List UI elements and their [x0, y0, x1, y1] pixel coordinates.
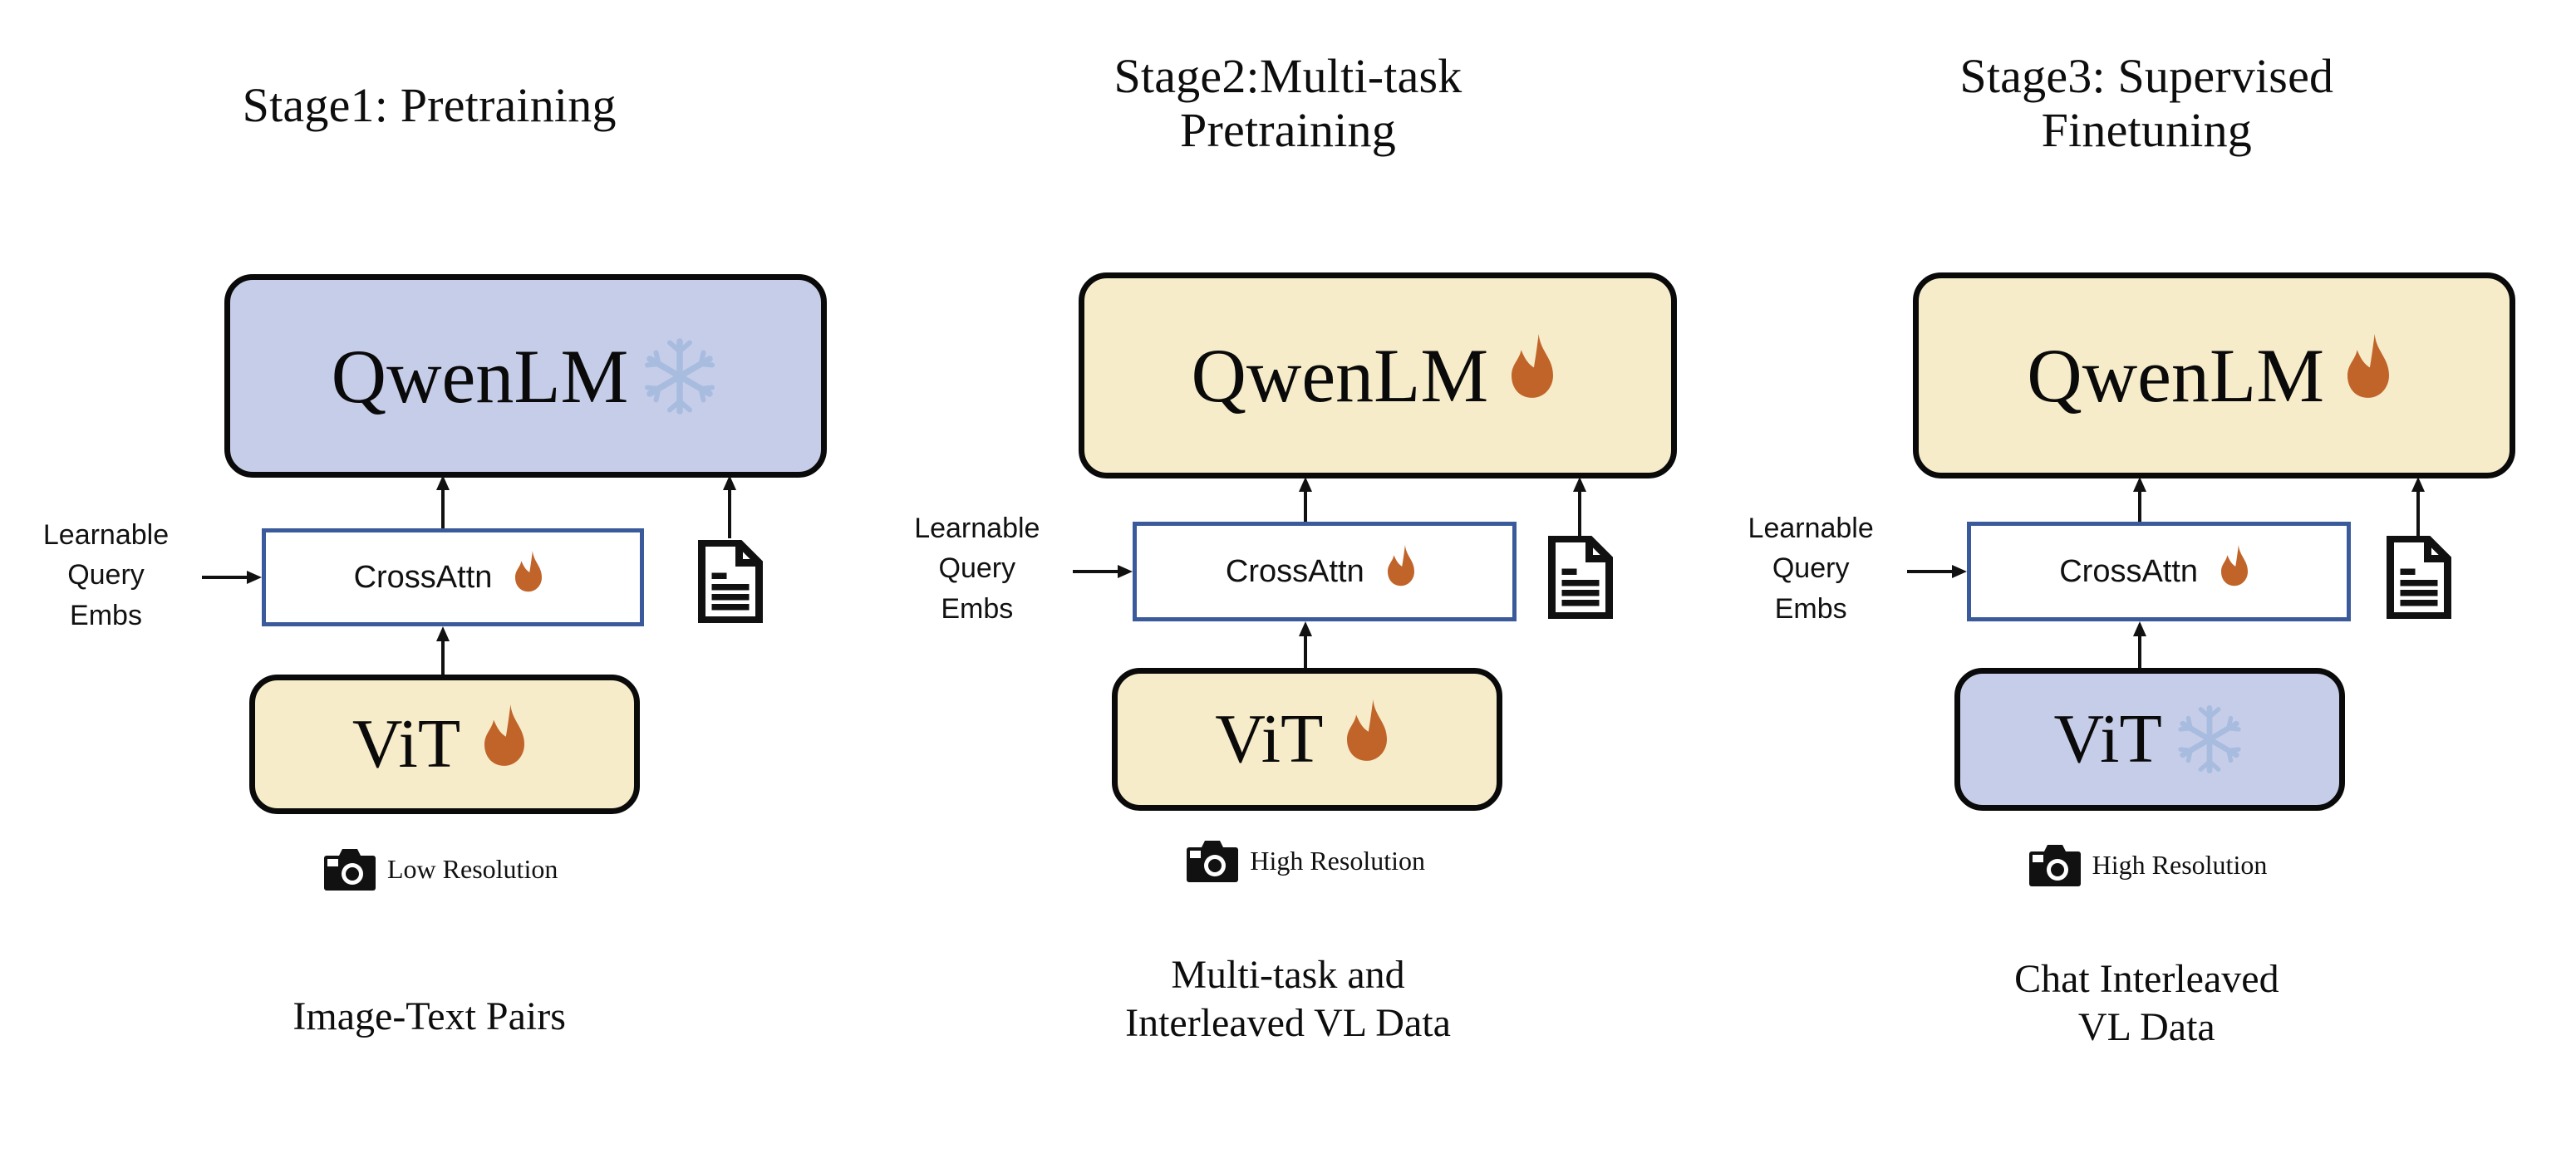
- arrow-crossattn-to-lm: [436, 475, 450, 530]
- vision-encoder-label: ViT: [2053, 700, 2162, 778]
- stage-title: Stage3: Supervised Finetuning: [1959, 49, 2334, 157]
- arrow-vit-to-crossattn: [436, 626, 450, 676]
- data-caption: Chat Interleaved VL Data: [2014, 957, 2279, 1049]
- image-resolution-label: Low Resolution: [387, 853, 558, 884]
- flame-icon: [484, 704, 525, 766]
- image-input-row: High Resolution: [2028, 843, 2268, 886]
- arrow-crossattn-to-lm: [1299, 477, 1313, 527]
- arrow-text-to-lm: [723, 475, 736, 538]
- arrow-query-to-crossattn: [1073, 565, 1133, 578]
- cross-attention-label: CrossAttn: [2059, 554, 2199, 589]
- vision-encoder-box[interactable]: ViT: [249, 675, 640, 814]
- arrow-vit-to-crossattn: [1299, 621, 1313, 670]
- learnable-query-embs-label: Learnable Query Embs: [42, 519, 170, 631]
- data-caption: Multi-task and Interleaved VL Data: [1125, 953, 1451, 1045]
- arrow-crossattn-to-lm: [2132, 477, 2146, 527]
- vision-encoder-box[interactable]: ViT: [1954, 668, 2345, 811]
- cross-attention-label: CrossAttn: [353, 560, 493, 595]
- cross-attention-box[interactable]: CrossAttn: [1133, 522, 1517, 621]
- flame-icon: [2221, 545, 2249, 586]
- vision-encoder-label: ViT: [1215, 700, 1324, 778]
- arrow-text-to-lm: [1573, 477, 1587, 537]
- image-input-row: High Resolution: [1187, 839, 1425, 882]
- image-resolution-label: High Resolution: [2092, 849, 2268, 880]
- language-model-label: QwenLM: [2027, 333, 2325, 418]
- camera-icon: [1187, 841, 1239, 882]
- language-model-label: QwenLM: [1191, 333, 1489, 418]
- document-icon: [2386, 536, 2451, 619]
- data-caption: Image-Text Pairs: [293, 994, 566, 1038]
- learnable-query-embs-label: Learnable Query Embs: [1748, 513, 1874, 625]
- flame-icon: [2347, 334, 2390, 398]
- arrow-query-to-crossattn: [202, 571, 262, 584]
- cross-attention-box[interactable]: CrossAttn: [262, 528, 644, 626]
- arrow-query-to-crossattn: [1906, 565, 1967, 578]
- cross-attention-label: CrossAttn: [1225, 554, 1364, 589]
- language-model-box[interactable]: QwenLM: [1079, 272, 1678, 478]
- document-icon: [698, 540, 763, 623]
- image-input-row: Low Resolution: [324, 847, 558, 891]
- stage-title: Stage2:Multi-task Pretraining: [1113, 49, 1463, 157]
- flame-icon: [515, 551, 543, 592]
- snowflake-icon: [2178, 705, 2241, 773]
- vision-encoder-label: ViT: [351, 705, 461, 783]
- stage-column-2: Stage2:Multi-task Pretraining QwenLM Cro…: [858, 0, 1717, 1163]
- language-model-label: QwenLM: [331, 333, 629, 419]
- language-model-box[interactable]: QwenLM: [1912, 272, 2515, 478]
- camera-icon: [2028, 845, 2081, 886]
- learnable-query-embs-label: Learnable Query Embs: [914, 513, 1040, 625]
- image-resolution-label: High Resolution: [1250, 845, 1425, 876]
- vision-encoder-box[interactable]: ViT: [1112, 668, 1503, 811]
- camera-icon: [324, 849, 376, 891]
- arrow-text-to-lm: [2411, 477, 2425, 537]
- cross-attention-box[interactable]: CrossAttn: [1966, 522, 2351, 621]
- stage-title: Stage1: Pretraining: [242, 78, 617, 132]
- stage-column-1: Stage1: Pretraining QwenLM: [0, 0, 858, 1163]
- document-icon: [1548, 536, 1614, 619]
- flame-icon: [1512, 334, 1554, 398]
- language-model-box[interactable]: QwenLM: [224, 274, 827, 478]
- flame-icon: [1387, 545, 1414, 586]
- stage-column-3: Stage3: Supervised Finetuning QwenLM Cro…: [1718, 0, 2576, 1163]
- flame-icon: [1347, 699, 1388, 761]
- snowflake-icon: [645, 337, 715, 415]
- arrow-vit-to-crossattn: [2132, 621, 2146, 670]
